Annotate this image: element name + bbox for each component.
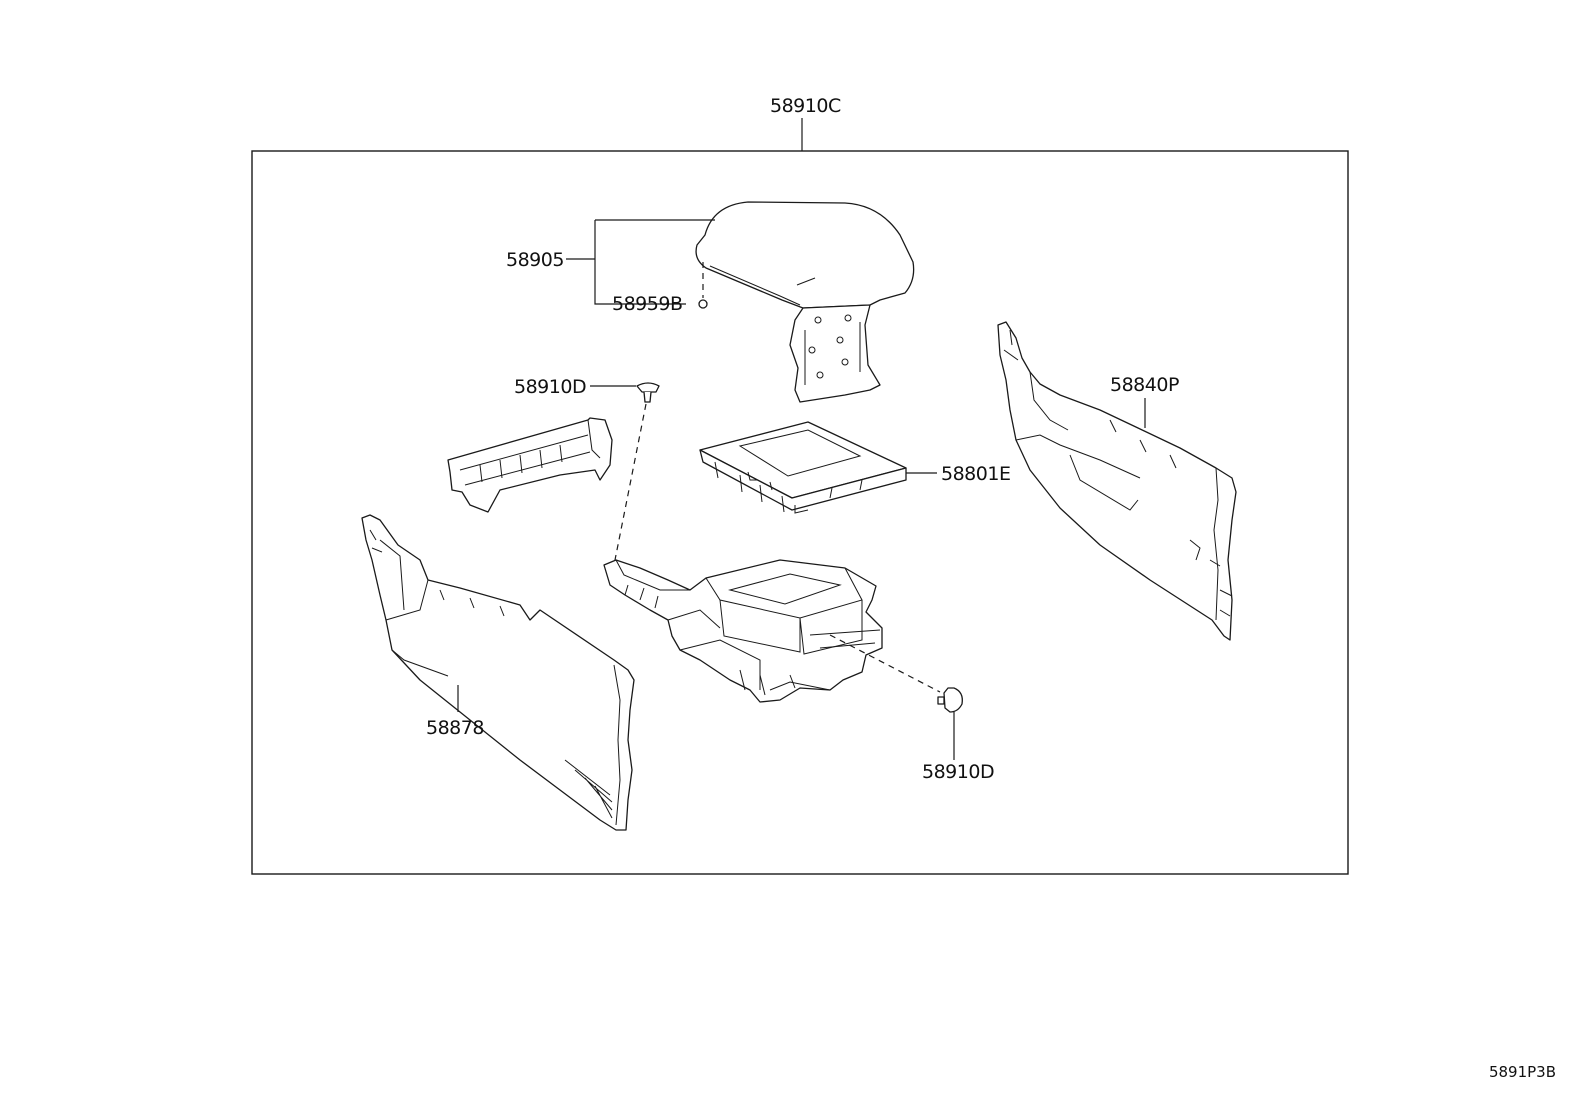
callout-58910D-upper[interactable]: 58910D: [514, 376, 587, 398]
diagram-code: 5891P3B: [1488, 1063, 1556, 1081]
console-body: [603, 559, 883, 703]
callout-58910C[interactable]: 58910C: [770, 95, 841, 117]
clip-upper: [613, 382, 660, 566]
callout-58840P[interactable]: 58840P: [1110, 374, 1179, 396]
callout-58801E[interactable]: 58801E: [941, 463, 1011, 485]
panel-right: [997, 321, 1237, 641]
lower-tray: [699, 421, 907, 514]
armrest-screw: [698, 262, 708, 309]
panel-left: [361, 514, 635, 831]
rear-bracket: [447, 417, 613, 513]
callout-58878[interactable]: 58878: [426, 717, 484, 739]
callout-58910D-lower[interactable]: 58910D: [922, 761, 995, 783]
callout-58959B[interactable]: 58959B: [612, 293, 683, 315]
armrest-lid: [695, 201, 915, 403]
callout-58905[interactable]: 58905: [506, 249, 564, 271]
clip-lower: [829, 634, 963, 713]
armrest-bracket-leader: [566, 219, 715, 305]
assembly-frame: [251, 150, 1349, 875]
